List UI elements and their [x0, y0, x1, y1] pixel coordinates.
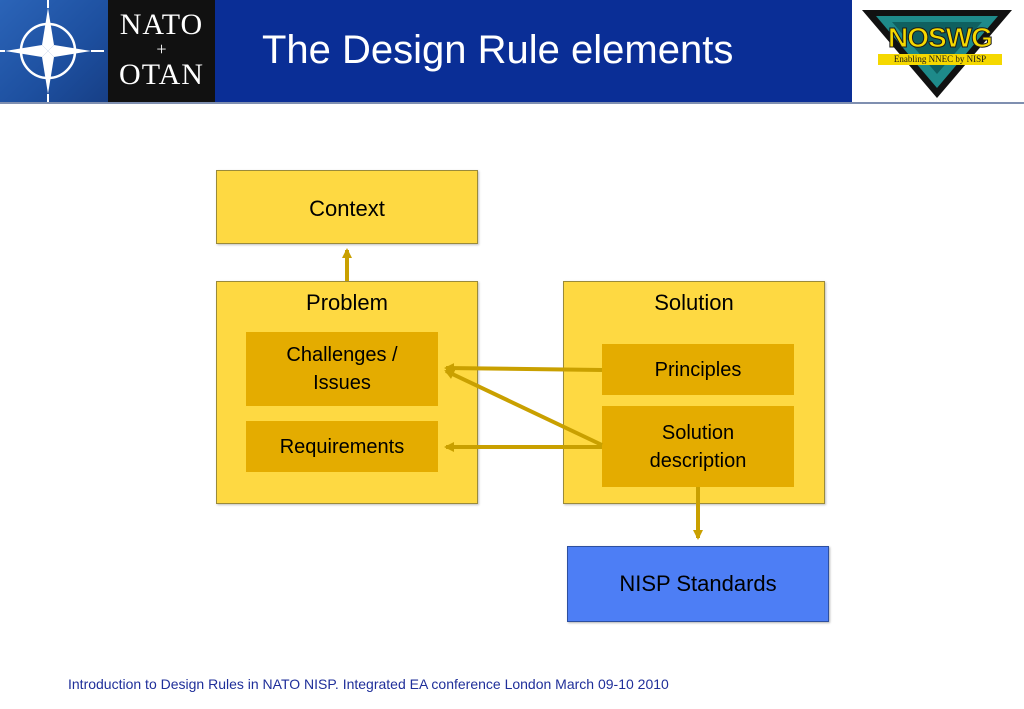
nato-compass-logo [0, 0, 108, 102]
slide-title: The Design Rule elements [262, 28, 734, 72]
solution-description-label: Solution description [649, 421, 747, 472]
challenges-issues-box: Challenges / Issues [246, 332, 438, 406]
requirements-box: Requirements [246, 421, 438, 472]
footer-text: Introduction to Design Rules in NATO NIS… [68, 676, 669, 692]
nato-compass-icon [0, 0, 104, 102]
header-divider [0, 102, 1024, 104]
solution-title: Solution [654, 290, 734, 315]
title-band [215, 0, 852, 102]
context-label: Context [309, 196, 385, 221]
context-box: Context [216, 170, 478, 244]
solution-description-box: Solution description [602, 406, 794, 487]
slide-header: NATO + OTAN The Design Rule elements NOS… [0, 0, 1024, 102]
principles-label: Principles [654, 358, 742, 381]
principles-box: Principles [602, 344, 794, 395]
noswg-logo-text: NOSWG [888, 22, 994, 54]
nisp-standards-label: NISP Standards [619, 571, 777, 596]
challenges-issues-label: Challenges / Issues [286, 344, 398, 394]
nato-plus-icon: + [156, 39, 167, 59]
nato-word: NATO [119, 8, 204, 41]
problem-title: Problem [306, 290, 388, 315]
otan-word: OTAN [119, 58, 204, 91]
nisp-standards-box: NISP Standards [567, 546, 829, 622]
nato-otan-wordmark: NATO + OTAN [108, 0, 215, 102]
requirements-label: Requirements [279, 435, 405, 458]
noswg-logo-tagline: Enabling NNEC by NISP [878, 54, 1002, 65]
